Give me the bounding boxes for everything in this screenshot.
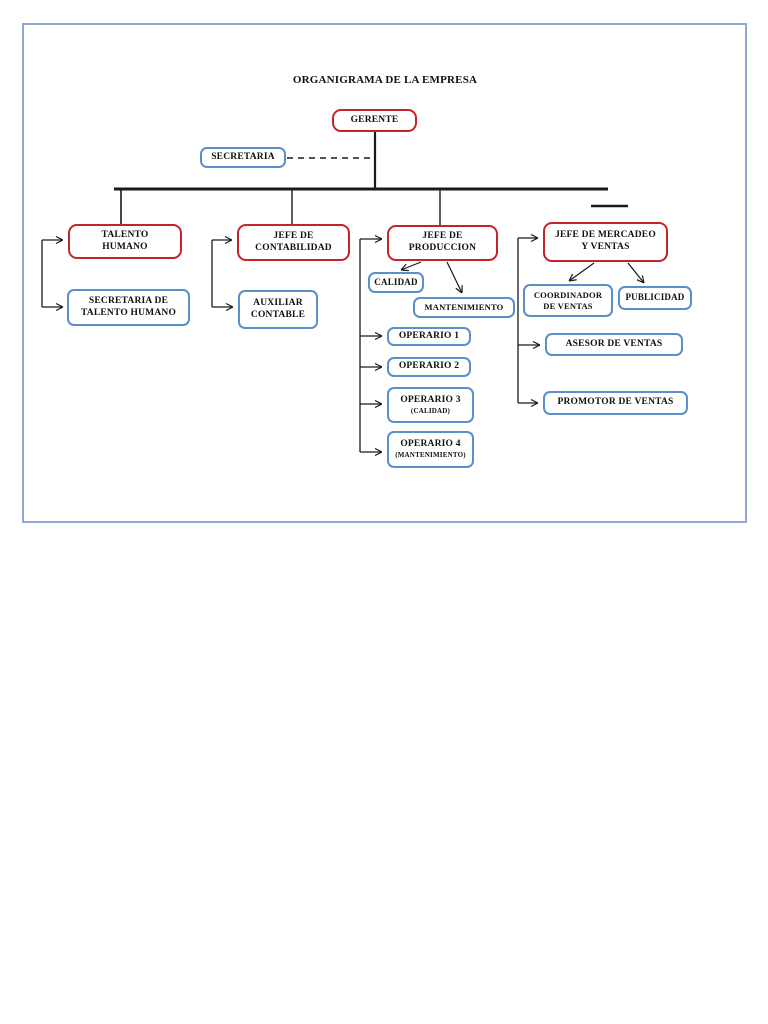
node-operario-3: OPERARIO 3 (CALIDAD) [387, 387, 474, 423]
node-gerente: GERENTE [332, 109, 417, 132]
produccion-bracket [359, 239, 382, 452]
operario-4-label: OPERARIO 4 [400, 439, 461, 450]
mercadeo-bracket [517, 238, 540, 403]
node-operario-1: OPERARIO 1 [387, 327, 471, 346]
node-operario-2: OPERARIO 2 [387, 357, 471, 377]
node-asesor-ventas: ASESOR DE VENTAS [545, 333, 683, 356]
node-jefe-contabilidad: JEFE DE CONTABILIDAD [237, 224, 350, 261]
operario-3-label: OPERARIO 3 [400, 394, 461, 405]
node-publicidad: PUBLICIDAD [618, 286, 692, 310]
node-auxiliar-contable: AUXILIAR CONTABLE [238, 290, 318, 329]
mercadeo-child-arrows [569, 262, 644, 283]
node-promotor-ventas: PROMOTOR DE VENTAS [543, 391, 688, 415]
node-calidad: CALIDAD [368, 272, 424, 293]
operario-4-sublabel: (MANTENIMIENTO) [395, 451, 466, 460]
node-jefe-mercadeo-ventas: JEFE DE MERCADEO Y VENTAS [543, 222, 668, 262]
contabilidad-bracket [211, 240, 233, 307]
main-horizontal-line [114, 187, 628, 208]
node-mantenimiento: MANTENIMIENTO [413, 297, 515, 318]
node-jefe-produccion: JEFE DE PRODUCCION [387, 225, 498, 261]
node-secretaria-talento-humano: SECRETARIA DE TALENTO HUMANO [67, 289, 190, 326]
node-coordinador-ventas: COORDINADOR DE VENTAS [523, 284, 613, 317]
branch-drop-lines [120, 189, 441, 225]
produccion-child-arrows [401, 261, 462, 293]
node-operario-4: OPERARIO 4 (MANTENIMIENTO) [387, 431, 474, 468]
talento-bracket [41, 240, 63, 307]
page-title: ORGANIGRAMA DE LA EMPRESA [292, 74, 478, 86]
operario-3-sublabel: (CALIDAD) [410, 406, 451, 415]
node-talento-humano: TALENTO HUMANO [68, 224, 182, 259]
node-secretaria: SECRETARIA [200, 147, 286, 168]
